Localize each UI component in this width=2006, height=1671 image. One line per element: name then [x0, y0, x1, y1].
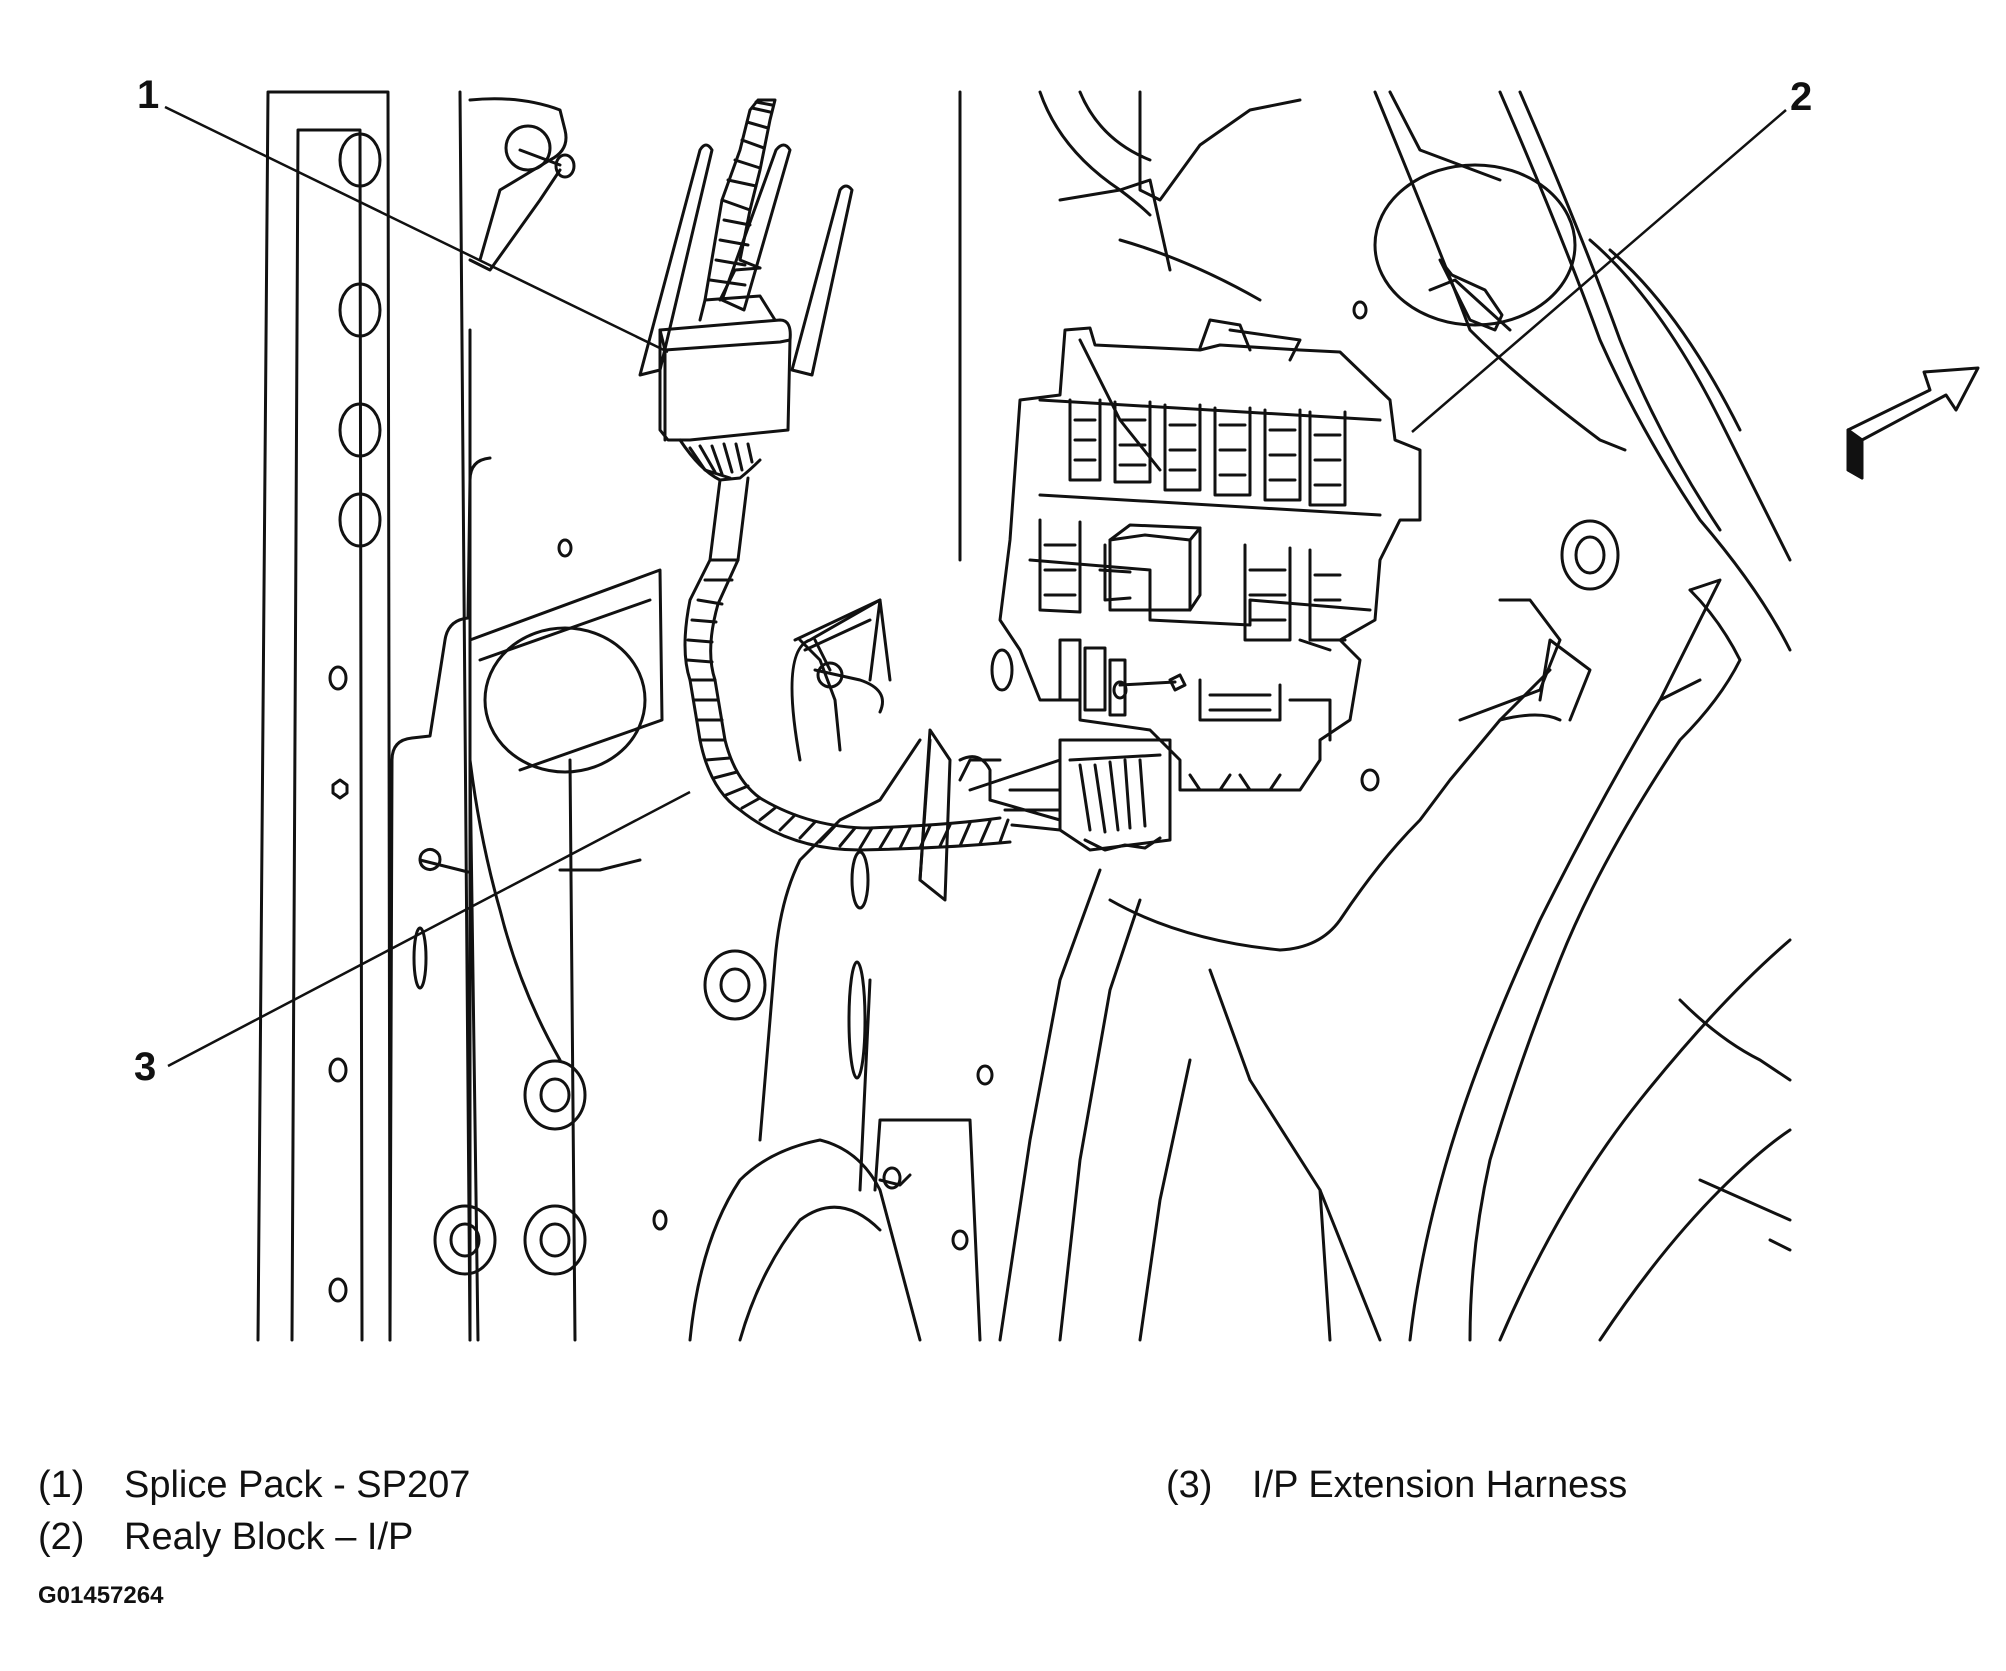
upper-harness: [703, 98, 777, 302]
leader-line-3: [167, 790, 691, 1068]
lower-floor: [998, 598, 1592, 1342]
middle-wall: [688, 598, 994, 1342]
leader-line-1: [164, 105, 669, 354]
left-pillar: [256, 90, 492, 1342]
direction-arrow-icon: [1846, 366, 1980, 480]
legend-number-3: (3): [1166, 1464, 1213, 1506]
legend-item-3: (3) I/P Extension Harness: [1166, 1463, 1627, 1507]
legend-label-3: I/P Extension Harness: [1252, 1464, 1628, 1506]
figure-code: G01457264: [38, 1582, 164, 1609]
callout-number-1: 1: [137, 73, 159, 117]
legend-number-1: (1): [38, 1464, 85, 1506]
upper-ribs: [638, 143, 854, 377]
upper-right-frame: [958, 90, 1792, 652]
right-panel: [1408, 578, 1792, 1342]
legend-label-2: Realy Block – I/P: [124, 1516, 414, 1558]
leader-line-2: [1411, 109, 1787, 433]
callout-number-3: 3: [134, 1045, 156, 1089]
legend-item-2: (2) Realy Block – I/P: [38, 1515, 413, 1559]
harness-connector: [988, 738, 1172, 852]
callout-leaders: [164, 105, 1787, 1068]
callout-number-2: 2: [1790, 75, 1812, 119]
legend-label-1: Splice Pack - SP207: [124, 1464, 471, 1506]
inner-panel: [412, 97, 767, 1342]
legend-number-2: (2): [38, 1516, 85, 1558]
splice-pack: [658, 266, 792, 482]
harness-clip: [793, 598, 952, 902]
legend-item-1: (1) Splice Pack - SP207: [38, 1463, 470, 1507]
relay-block: [990, 318, 1422, 792]
